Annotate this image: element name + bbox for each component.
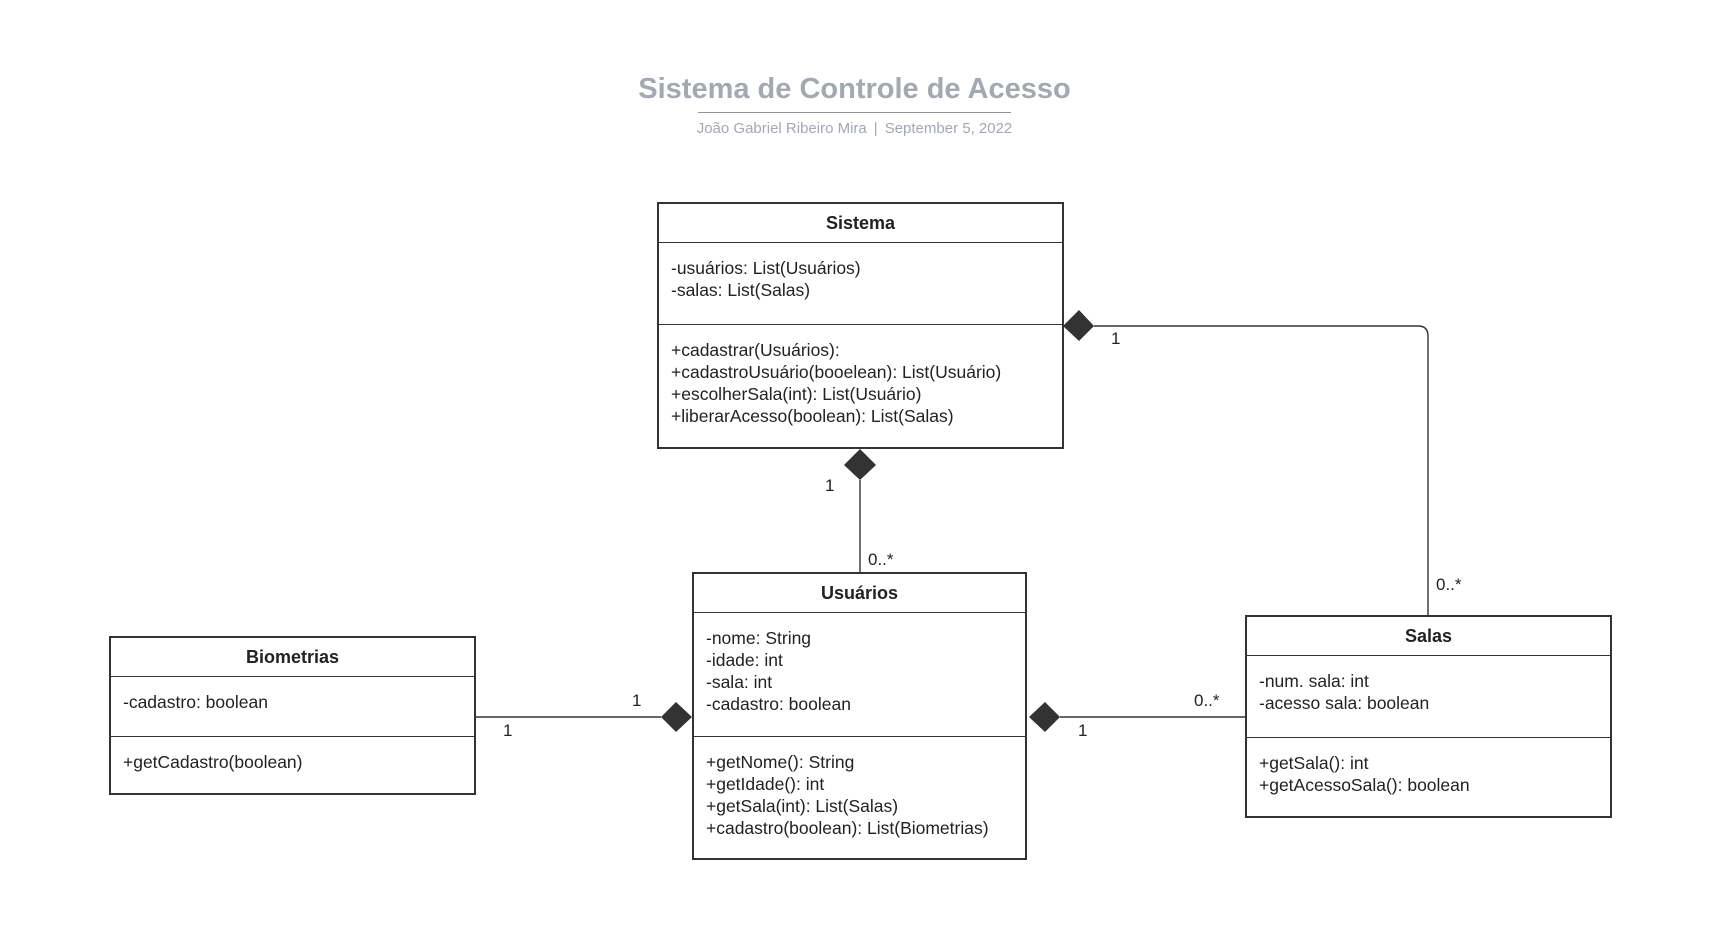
attribute: -acesso sala: boolean xyxy=(1259,693,1430,713)
method: +getCadastro(boolean) xyxy=(123,752,303,772)
attributes-salas: -num. sala: int -acesso sala: boolean xyxy=(1247,656,1610,738)
attribute: -sala: int xyxy=(706,672,773,692)
attributes-usuarios: -nome: String -idade: int -sala: int -ca… xyxy=(694,613,1025,737)
methods-biometrias: +getCadastro(boolean) xyxy=(111,737,474,773)
multiplicity-usuarios-biometrias-whole: 1 xyxy=(632,691,641,710)
method: +cadastroUsuário(booelean): List(Usuário… xyxy=(671,362,1002,382)
method: +getSala(int): List(Salas) xyxy=(706,796,899,816)
multiplicity-sistema-usuarios-whole: 1 xyxy=(825,476,834,495)
subtitle-separator: | xyxy=(873,120,878,137)
methods-sistema: +cadastrar(Usuários): +cadastroUsuário(b… xyxy=(659,325,1062,427)
method: +getNome(): String xyxy=(706,752,855,772)
class-name-usuarios: Usuários xyxy=(694,574,1025,613)
attribute: -usuários: List(Usuários) xyxy=(671,258,861,278)
attributes-biometrias: -cadastro: boolean xyxy=(111,677,474,737)
title-underline xyxy=(698,112,1011,113)
composition-diamond-usuarios-biometrias xyxy=(661,702,692,732)
class-usuarios[interactable]: Usuários -nome: String -idade: int -sala… xyxy=(692,572,1027,860)
class-name-biometrias: Biometrias xyxy=(111,638,474,677)
method: +liberarAcesso(boolean): List(Salas) xyxy=(671,406,954,426)
multiplicity-sistema-usuarios-part: 0..* xyxy=(868,550,894,569)
diagram-title: Sistema de Controle de Acesso xyxy=(638,73,1071,105)
methods-usuarios: +getNome(): String +getIdade(): int +get… xyxy=(694,737,1025,839)
method: +cadastrar(Usuários): xyxy=(671,340,840,360)
connector-sistema-salas xyxy=(1094,325,1429,616)
multiplicity-sistema-salas-whole: 1 xyxy=(1111,329,1120,348)
multiplicity-sistema-salas-part: 0..* xyxy=(1436,575,1462,594)
diagram-header: Sistema de Controle de Acesso João Gabri… xyxy=(0,72,1709,138)
multiplicity-usuarios-salas-part: 0..* xyxy=(1194,691,1220,710)
methods-salas: +getSala(): int +getAcessoSala(): boolea… xyxy=(1247,738,1610,796)
attribute: -cadastro: boolean xyxy=(706,694,851,714)
method: +cadastro(boolean): List(Biometrias) xyxy=(706,818,989,838)
class-sistema[interactable]: Sistema -usuários: List(Usuários) -salas… xyxy=(657,202,1064,449)
attributes-sistema: -usuários: List(Usuários) -salas: List(S… xyxy=(659,243,1062,325)
author-name: João Gabriel Ribeiro Mira xyxy=(696,120,867,137)
attribute: -nome: String xyxy=(706,628,812,648)
multiplicity-usuarios-salas-whole: 1 xyxy=(1078,721,1087,740)
method: +escolherSala(int): List(Usuário) xyxy=(671,384,922,404)
multiplicity-usuarios-biometrias-part: 1 xyxy=(503,721,512,740)
composition-diamond-usuarios-salas xyxy=(1029,702,1060,732)
composition-diamond-sistema-salas xyxy=(1063,310,1094,341)
diagram-subtitle: João Gabriel Ribeiro Mira | September 5, 2… xyxy=(0,120,1709,138)
attribute: -cadastro: boolean xyxy=(123,692,268,712)
class-name-sistema: Sistema xyxy=(659,204,1062,243)
attribute: -salas: List(Salas) xyxy=(671,280,811,300)
class-biometrias[interactable]: Biometrias -cadastro: boolean +getCadast… xyxy=(109,636,476,795)
diagram-date: September 5, 2022 xyxy=(884,120,1013,137)
attribute: -idade: int xyxy=(706,650,783,670)
class-name-salas: Salas xyxy=(1247,617,1610,656)
composition-diamond-sistema-usuarios xyxy=(844,449,876,480)
method: +getAcessoSala(): boolean xyxy=(1259,775,1470,795)
class-salas[interactable]: Salas -num. sala: int -acesso sala: bool… xyxy=(1245,615,1612,818)
attribute: -num. sala: int xyxy=(1259,671,1369,691)
method: +getIdade(): int xyxy=(706,774,825,794)
method: +getSala(): int xyxy=(1259,753,1369,773)
